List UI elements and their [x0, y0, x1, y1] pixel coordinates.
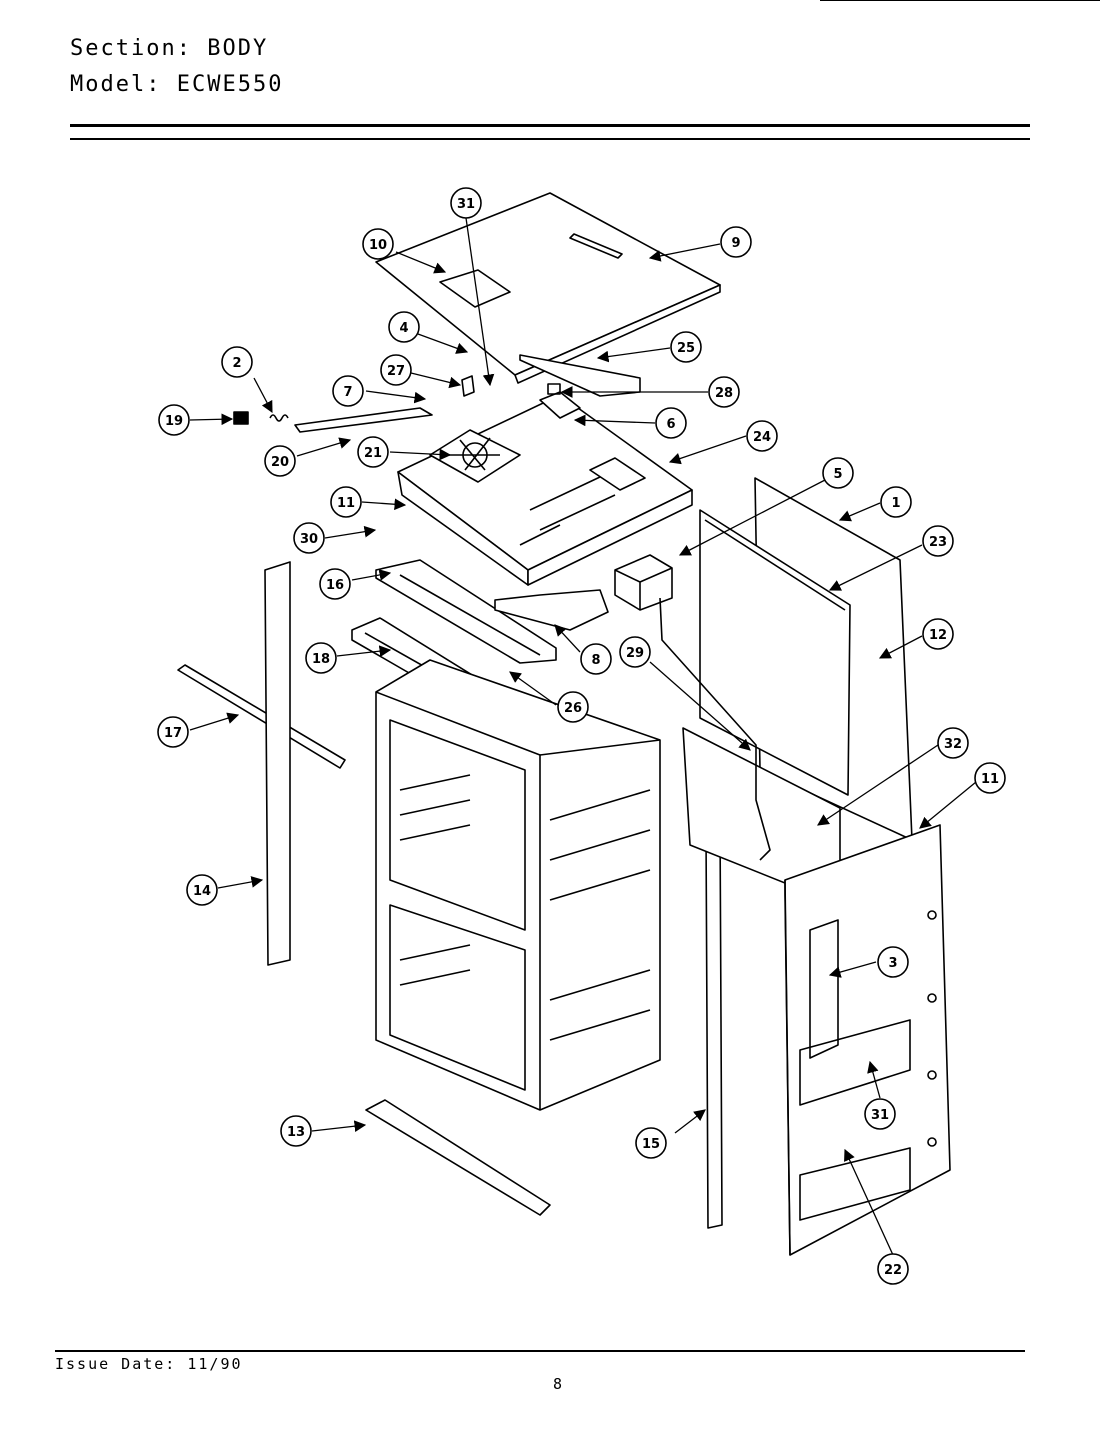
part-tube: [659, 597, 771, 861]
callout-19: 19: [165, 414, 183, 429]
issue-date: Issue Date: 11/90: [55, 1355, 243, 1373]
callout-22: 22: [884, 1263, 902, 1278]
top-edge-line: [820, 0, 1100, 1]
callout-31-lower: 31: [871, 1108, 889, 1123]
callout-26: 26: [564, 701, 582, 716]
part-spring: [269, 414, 289, 422]
callout-2: 2: [232, 356, 241, 371]
part-bottom-rail: [365, 1099, 551, 1216]
part-terminal-block: [614, 554, 673, 611]
callout-31-top: 31: [457, 197, 475, 212]
part-fan-assembly: [429, 429, 521, 483]
callout-21: 21: [364, 446, 382, 461]
callout-10: 10: [369, 238, 387, 253]
callout-30: 30: [300, 532, 318, 547]
part-bracket: [519, 354, 641, 397]
callout-28: 28: [715, 386, 733, 401]
section-label: Section:: [70, 36, 192, 61]
header-rule-thick: [70, 124, 1030, 127]
callout-29: 29: [626, 646, 644, 661]
part-latch-arm: [294, 407, 433, 433]
callout-8: 8: [591, 653, 600, 668]
part-middle-trim: [705, 819, 723, 1229]
callout-4: 4: [399, 321, 408, 336]
part-small-panel: [439, 269, 511, 308]
header-rule-thin: [70, 138, 1030, 140]
callout-27: 27: [387, 364, 405, 379]
callout-11-upper: 11: [337, 496, 355, 511]
callout-17: 17: [164, 726, 182, 741]
callout-25: 25: [677, 341, 695, 356]
callout-7: 7: [343, 385, 352, 400]
callout-6: 6: [666, 417, 675, 432]
part-channel: [494, 589, 609, 631]
callout-12: 12: [929, 628, 947, 643]
part-front-rail: [375, 559, 557, 664]
callout-5: 5: [833, 467, 842, 482]
part-latch-knob: [233, 411, 249, 425]
part-cross-rail: [177, 664, 346, 769]
callout-18: 18: [312, 652, 330, 667]
part-side-panel: [784, 824, 951, 1256]
model-header: Model: ECWE550: [70, 72, 283, 97]
part-switch: [539, 383, 581, 419]
part-top-panel: [375, 192, 721, 384]
callout-15: 15: [642, 1137, 660, 1152]
model-label: Model:: [70, 72, 162, 97]
part-left-trim: [264, 561, 291, 966]
section-value: BODY: [207, 36, 269, 61]
footer-rule: [55, 1350, 1025, 1352]
callout-9: 9: [731, 236, 740, 251]
callout-20: 20: [271, 455, 289, 470]
model-value: ECWE550: [176, 72, 284, 97]
callout-32: 32: [944, 737, 962, 752]
callout-14: 14: [193, 884, 211, 899]
callout-16: 16: [326, 578, 344, 593]
part-oven-cavity-frame: [375, 659, 661, 1111]
callout-3: 3: [888, 956, 897, 971]
callout-24: 24: [753, 430, 771, 445]
callout-11-lower: 11: [981, 772, 999, 787]
section-header: Section: BODY: [70, 36, 268, 61]
page-number: 8: [553, 1375, 563, 1393]
callout-23: 23: [929, 535, 947, 550]
callout-13: 13: [287, 1125, 305, 1140]
part-clip: [461, 375, 475, 397]
callout-1: 1: [891, 496, 900, 511]
